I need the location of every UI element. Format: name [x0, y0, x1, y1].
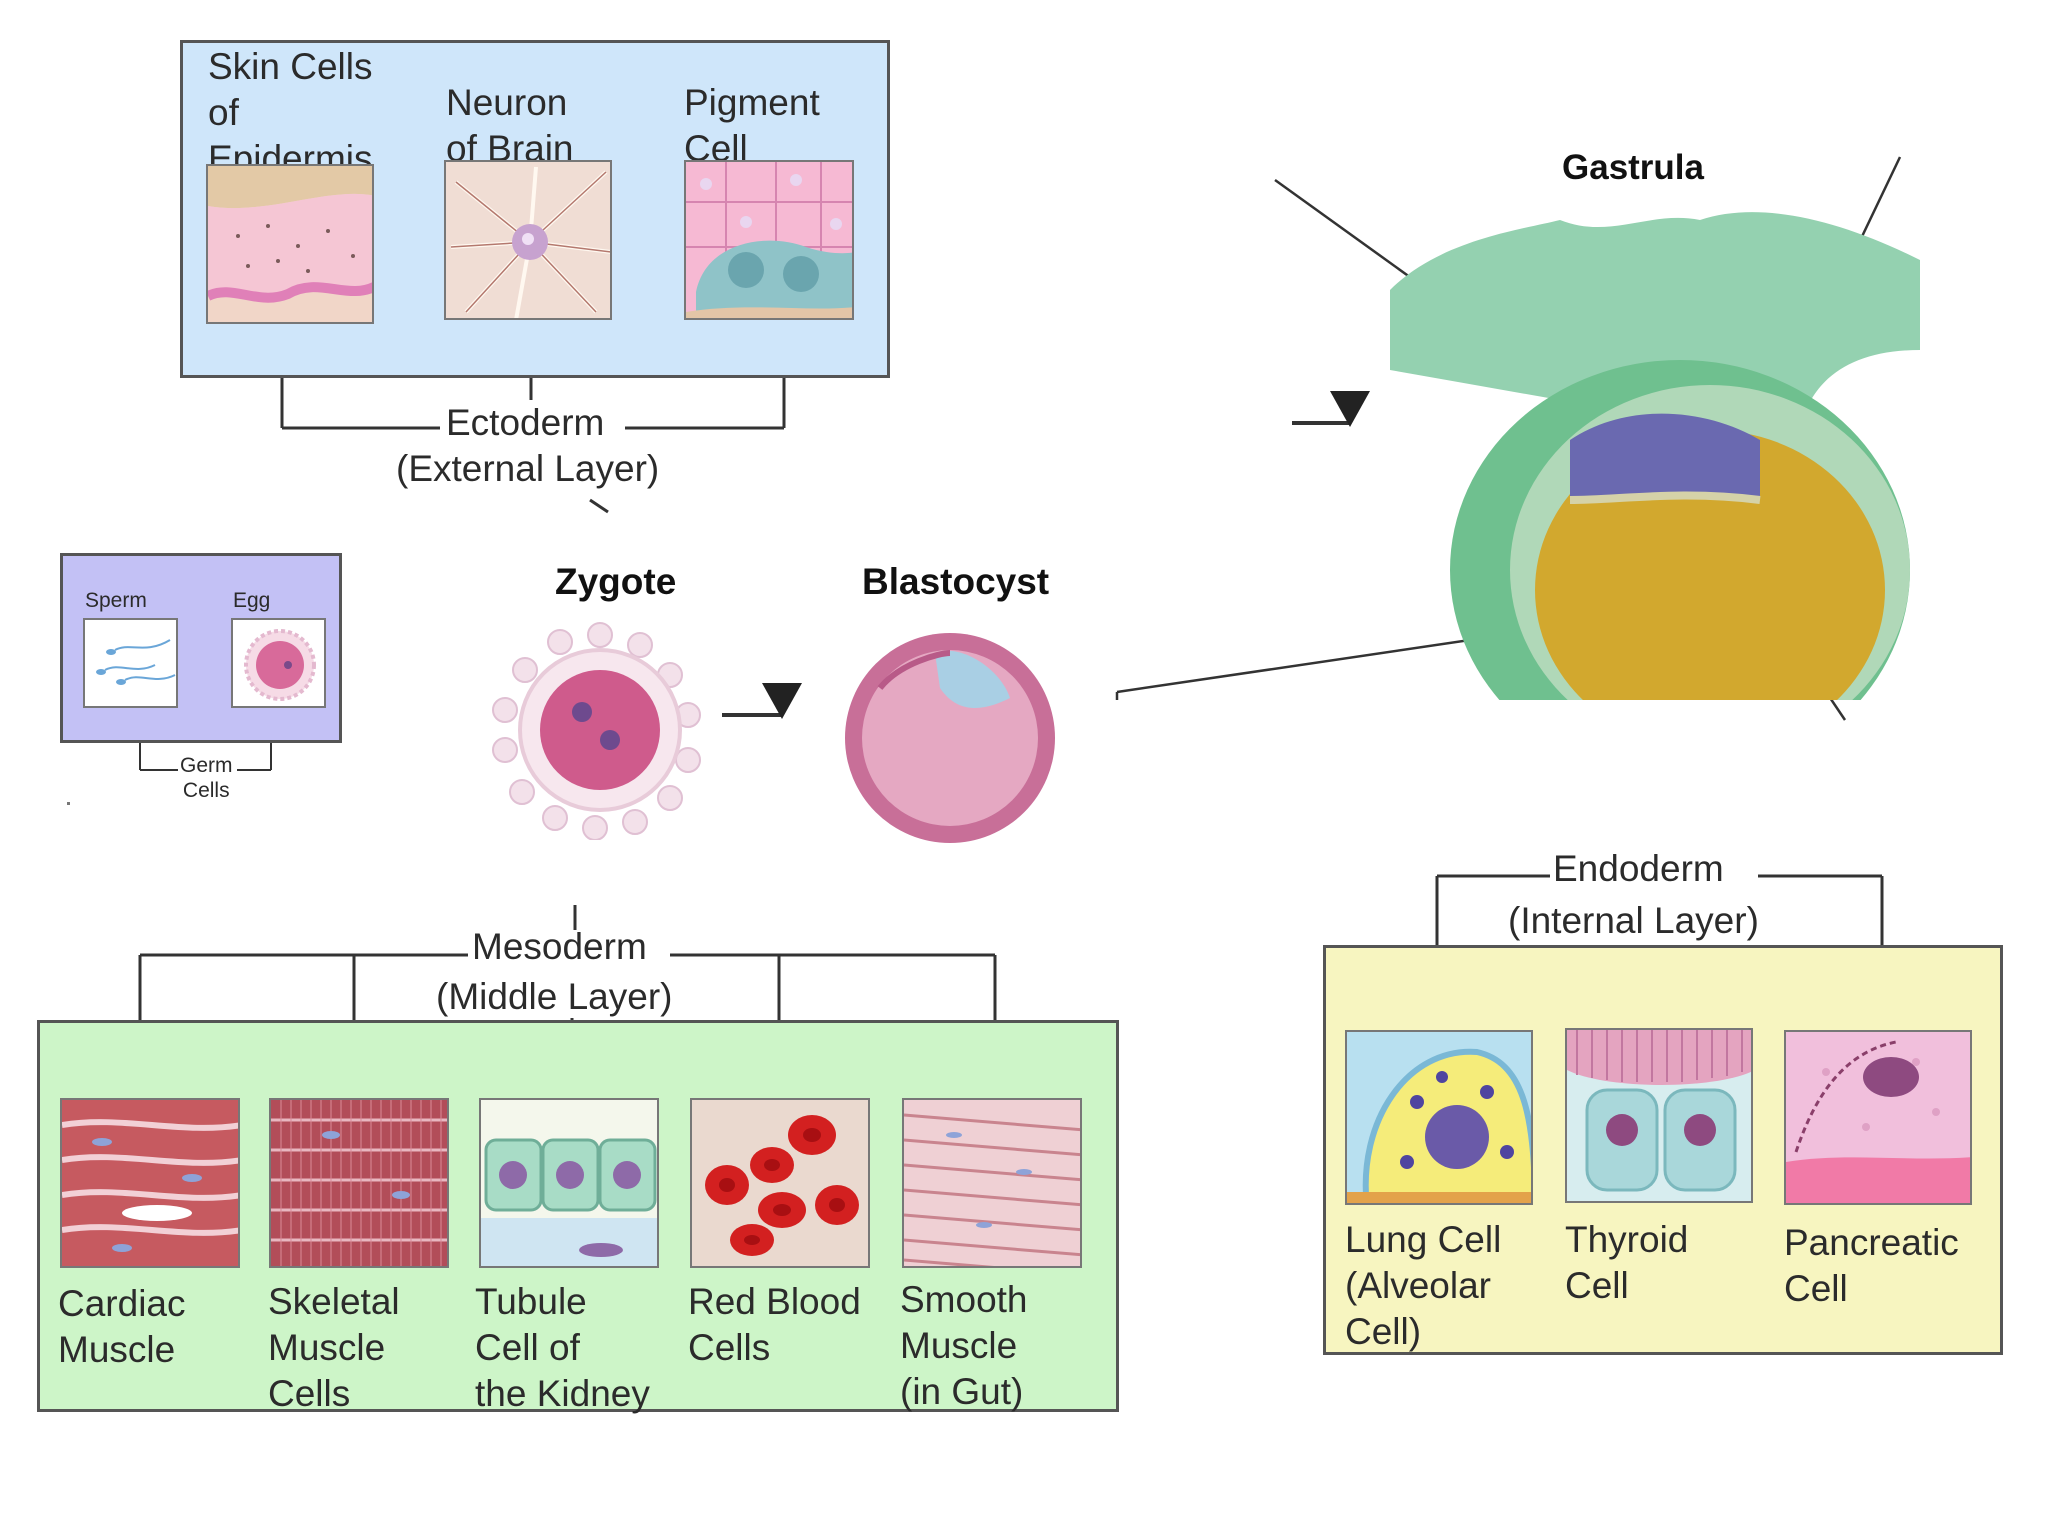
neuron-icon [444, 160, 612, 320]
stray-dot [67, 802, 70, 805]
zygote-icon [490, 620, 710, 841]
blastocyst-title: Blastocyst [862, 561, 1050, 602]
egg-icon [231, 618, 326, 708]
gastrula-title: Gastrula [1562, 148, 1704, 187]
ectoderm-sublabel: (External Layer) [396, 448, 660, 489]
ectoderm-cell-label-pigment: Pigment Cell [684, 82, 820, 169]
cardiac-muscle-icon [60, 1098, 240, 1268]
mesoderm-cell-label-smooth: Smooth Muscle (in Gut) [900, 1279, 1028, 1412]
ectoderm-cell-label-neuron: Neuron of Brain [446, 82, 574, 169]
kidney-tubule-icon [479, 1098, 659, 1268]
endoderm-label: Endoderm [1553, 848, 1724, 889]
ectoderm-cell-label-skin: Skin Cells of Epidermis [208, 46, 373, 179]
mesoderm-cell-label-cardiac: Cardiac Muscle [58, 1283, 186, 1370]
gastrula-icon [1380, 200, 1940, 780]
germ-cells-label: Germ Cells [180, 754, 233, 802]
endoderm-cell-label-thyroid: Thyroid Cell [1565, 1219, 1689, 1306]
thyroid-cell-icon [1565, 1028, 1753, 1203]
endoderm-sublabel: (Internal Layer) [1508, 900, 1759, 941]
egg-label: Egg [233, 589, 271, 612]
mesoderm-label: Mesoderm [472, 926, 647, 967]
mesoderm-cell-label-skeletal: Skeletal Muscle Cells [268, 1281, 400, 1414]
mesoderm-cell-label-kidney: Tubule Cell of the Kidney [475, 1281, 650, 1414]
red-blood-cells-icon [690, 1098, 870, 1268]
lung-cell-icon [1345, 1030, 1533, 1205]
skin-cells-icon [206, 164, 374, 324]
blastocyst-icon [840, 628, 1060, 848]
endoderm-cell-label-lung: Lung Cell (Alveolar Cell) [1345, 1219, 1502, 1352]
sperm-label: Sperm [85, 589, 147, 612]
sperm-icon [83, 618, 178, 708]
pancreatic-cell-icon [1784, 1030, 1972, 1205]
ectoderm-label: Ectoderm [446, 402, 605, 443]
mesoderm-cell-label-rbc: Red Blood Cells [688, 1281, 861, 1368]
endoderm-cell-label-pancreatic: Pancreatic Cell [1784, 1222, 1959, 1309]
pigment-cell-icon [684, 160, 854, 320]
mesoderm-sublabel: (Middle Layer) [436, 976, 673, 1017]
skeletal-muscle-icon [269, 1098, 449, 1268]
zygote-title: Zygote [555, 561, 677, 602]
smooth-muscle-icon [902, 1098, 1082, 1268]
